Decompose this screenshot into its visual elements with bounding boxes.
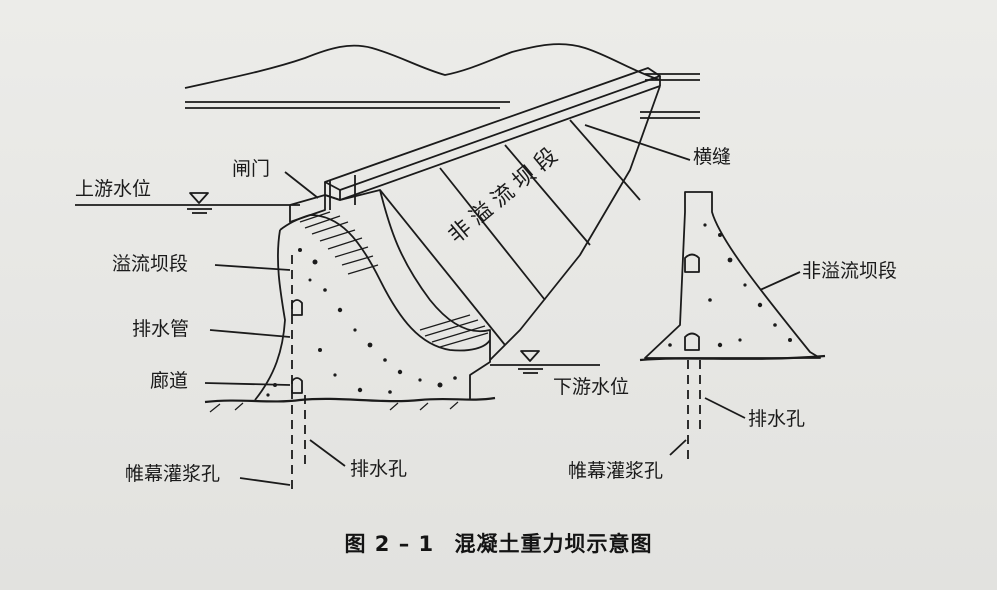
dam-crest bbox=[324, 67, 661, 191]
transverse-joint-1 bbox=[569, 119, 641, 201]
gate-pier bbox=[289, 195, 326, 223]
label-grout-curtain-right: 帷幕灌浆孔 bbox=[568, 460, 664, 482]
transverse-joint-2 bbox=[504, 144, 591, 246]
overflow-section-outline bbox=[289, 189, 491, 400]
label-overflow-section: 溢流坝段 bbox=[112, 253, 189, 275]
figure-title: 混凝土重力坝示意图 bbox=[454, 532, 653, 556]
label-transverse-joint: 横缝 bbox=[693, 146, 732, 168]
label-drain-hole-left: 排水孔 bbox=[350, 458, 408, 480]
transverse-joint-3 bbox=[439, 167, 546, 301]
spillway-hatching bbox=[299, 211, 489, 348]
gallery-upper-left bbox=[291, 299, 303, 316]
mountain-outline bbox=[184, 43, 661, 89]
ground-right bbox=[639, 354, 826, 362]
concrete-aggregate bbox=[266, 223, 792, 397]
label-grout-curtain-left: 帷幕灌浆孔 bbox=[125, 463, 221, 485]
ground-left bbox=[204, 396, 496, 404]
gallery-lower-right bbox=[684, 332, 700, 351]
label-upstream-level: 上游水位 bbox=[75, 178, 152, 200]
label-drain-hole-right: 排水孔 bbox=[748, 408, 806, 430]
label-gallery: 廊道 bbox=[150, 370, 189, 392]
overflow-upstream-face bbox=[254, 229, 286, 401]
label-nonoverflow-right: 非溢流坝段 bbox=[802, 260, 898, 282]
label-drain-pipe: 排水管 bbox=[132, 318, 190, 340]
gallery-upper-right bbox=[684, 253, 700, 273]
figure-caption: 图 2 – 1 混凝土重力坝示意图 bbox=[0, 528, 997, 558]
label-gate: 闸门 bbox=[232, 158, 271, 180]
figure-number: 图 2 – 1 bbox=[344, 532, 435, 556]
nonoverflow-downstream-face bbox=[489, 85, 661, 361]
downstream-level-symbol bbox=[520, 350, 540, 362]
label-downstream-level: 下游水位 bbox=[553, 376, 630, 398]
transverse-joint-4 bbox=[379, 189, 506, 346]
spillway-curve bbox=[309, 214, 491, 352]
upstream-level-symbol bbox=[189, 192, 209, 204]
gallery-lower-left bbox=[291, 377, 303, 394]
